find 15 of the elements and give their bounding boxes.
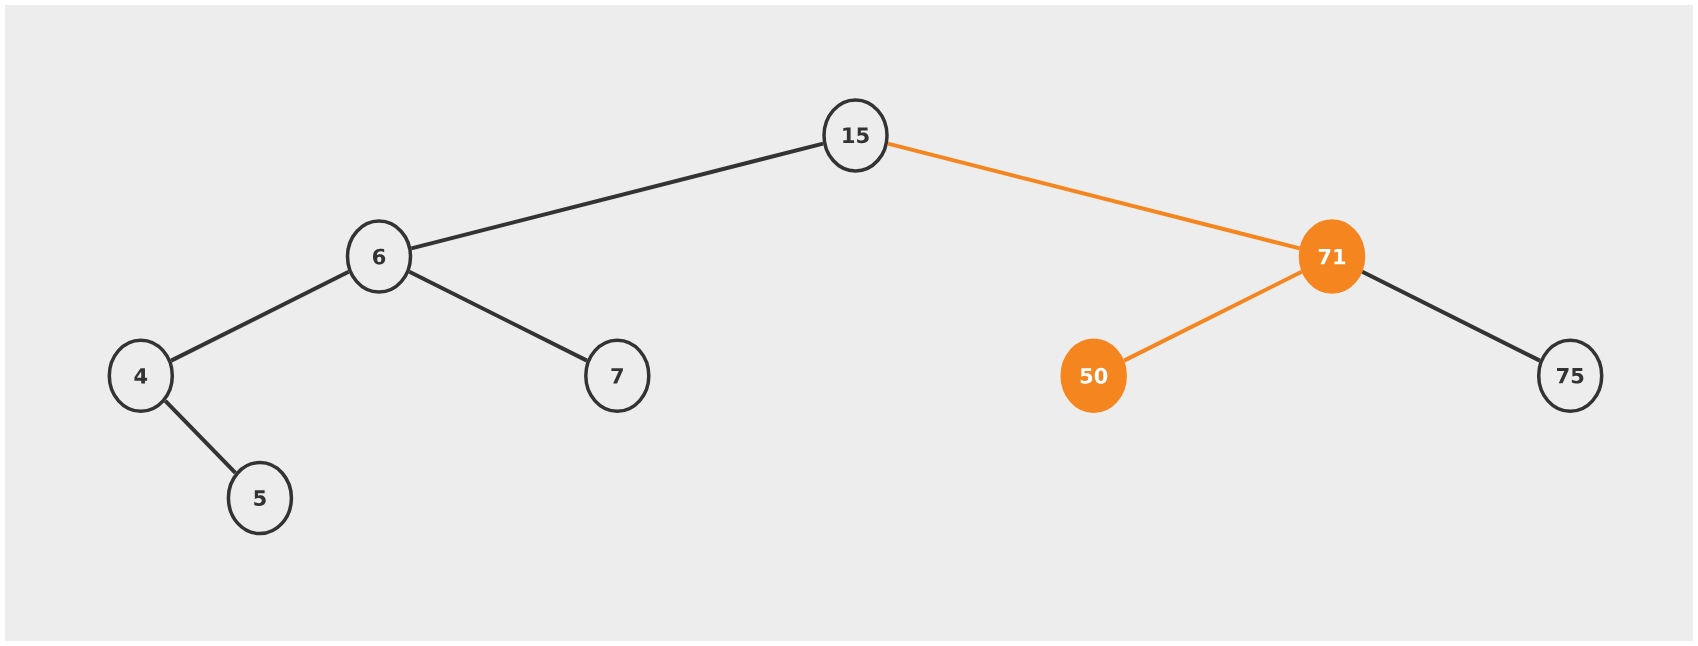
tree-node: 50: [1060, 338, 1127, 414]
tree-edge: [410, 141, 824, 251]
tree-node: 5: [226, 460, 294, 536]
tree-edge: [170, 270, 350, 363]
tree-edge: [887, 141, 1301, 251]
tree-node: 4: [107, 338, 175, 414]
tree-edge: [1123, 270, 1303, 363]
tree-node: 7: [584, 338, 651, 414]
tree-edge: [1361, 270, 1541, 363]
tree-node: 71: [1298, 219, 1366, 294]
tree-node: 15: [822, 98, 889, 173]
tree-node: 75: [1536, 338, 1604, 414]
tree-node: 6: [345, 219, 413, 294]
tree-edge: [408, 270, 588, 363]
tree-edge: [163, 399, 237, 475]
